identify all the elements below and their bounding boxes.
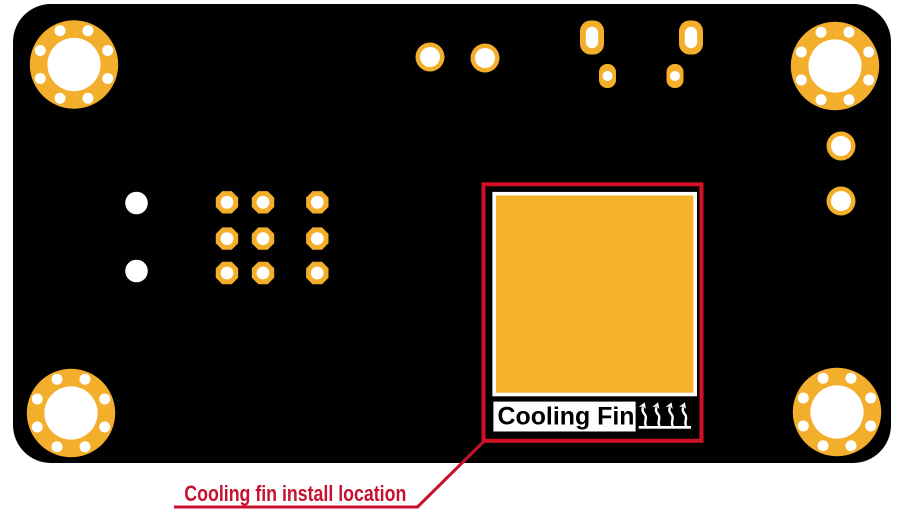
svg-text:Cooling Fin: Cooling Fin xyxy=(498,403,635,431)
svg-text:Cooling fin install location: Cooling fin install location xyxy=(184,481,406,506)
